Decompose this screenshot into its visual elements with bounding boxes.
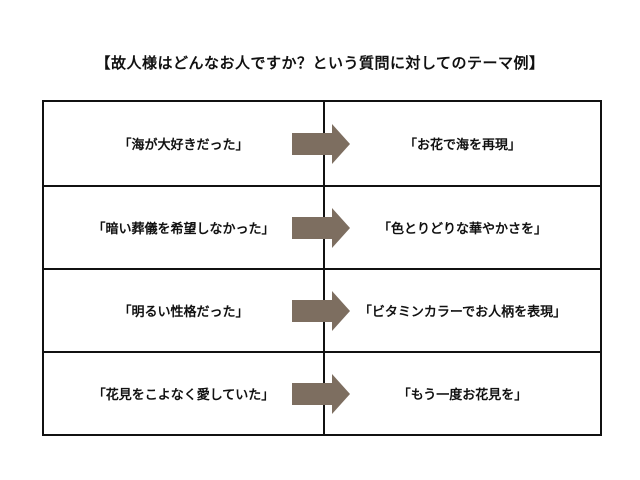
theme-cell: 「色とりどりな華やかさを」: [377, 222, 547, 237]
theme-cell: 「ビタミンカラーでお人柄を表現」: [358, 305, 567, 320]
question-cell: 「花見をこよなく愛していた」: [92, 388, 275, 403]
table-row: 「暗い葬儀を希望しなかった」 「色とりどりな華やかさを」: [44, 185, 600, 268]
right-arrow-icon: [292, 123, 350, 164]
page-title: 【故人様はどんなお人ですか？という質問に対してのテーマ例】: [95, 54, 545, 72]
right-arrow-icon: [292, 290, 350, 331]
question-cell: 「海が大好きだった」: [118, 138, 249, 153]
question-cell: 「明るい性格だった」: [118, 305, 249, 320]
theme-table: 「海が大好きだった」 「お花で海を再現」 「暗い葬儀を希望しなかった」 「色とり…: [42, 100, 602, 436]
right-arrow-icon: [292, 207, 350, 248]
table-row: 「花見をこよなく愛していた」 「もう一度お花見を」: [44, 351, 600, 434]
theme-cell: 「お花で海を再現」: [403, 138, 521, 153]
table-row: 「明るい性格だった」 「ビタミンカラーでお人柄を表現」: [44, 268, 600, 351]
theme-cell: 「もう一度お花見を」: [397, 388, 528, 403]
question-cell: 「暗い葬儀を希望しなかった」: [92, 222, 275, 237]
table-row: 「海が大好きだった」 「お花で海を再現」: [44, 102, 600, 185]
right-arrow-icon: [292, 373, 350, 414]
